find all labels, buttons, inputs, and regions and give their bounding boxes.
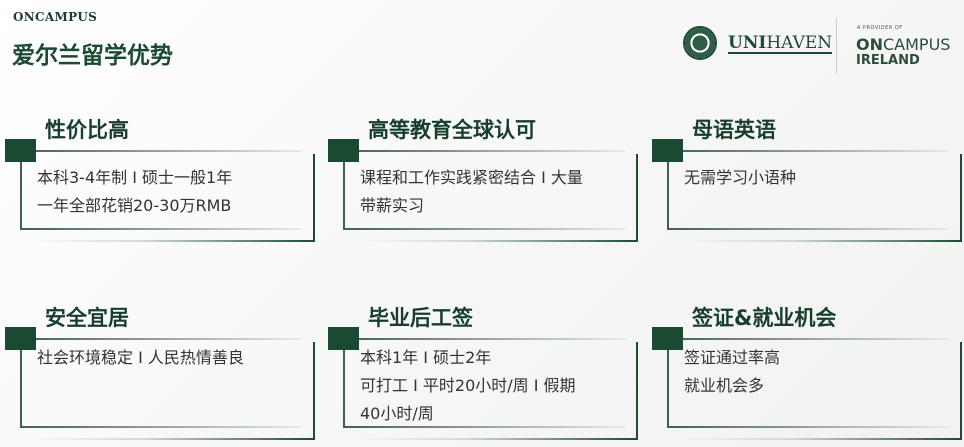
card-body: 社会环境稳定 I 人民热情善良 — [37, 344, 244, 372]
brand-label: ONCAMPUS — [13, 10, 98, 24]
card-title: 毕业后工签 — [368, 306, 473, 330]
card-frame-inner — [667, 150, 949, 230]
page-title: 爱尔兰留学优势 — [12, 43, 173, 69]
card-body: 本科1年 I 硕士2年可打工 I 平时20小时/周 I 假期 40小时/周 — [360, 344, 576, 428]
card-frame-inner — [343, 150, 625, 230]
card-frame-inner — [343, 338, 625, 428]
card-body: 无需学习小语种 — [684, 164, 796, 192]
card-line: 本科1年 I 硕士2年 — [360, 348, 492, 367]
advantage-card: 签证&就业机会签证通过率高就业机会多 — [652, 302, 962, 440]
card-frame-inner — [20, 338, 302, 428]
card-title: 安全宜居 — [45, 306, 129, 330]
card-marker-square — [5, 139, 36, 162]
oncampus-logo: ONCAMPUS — [856, 35, 951, 54]
card-body: 课程和工作实践紧密结合 I 大量带薪实习 — [360, 164, 583, 220]
card-title: 性价比高 — [45, 118, 129, 142]
card-marker-square — [652, 327, 683, 350]
card-title: 母语英语 — [692, 118, 776, 142]
unihaven-logo: UNIHAVEN — [728, 33, 833, 54]
card-line: 就业机会多 — [684, 376, 765, 395]
card-body: 本科3-4年制 I 硕士一般1年一年全部花销20-30万RMB — [37, 164, 232, 220]
provider-label: A PROVIDER OF — [857, 25, 903, 31]
advantage-card: 毕业后工签本科1年 I 硕士2年可打工 I 平时20小时/周 I 假期 40小时/… — [328, 302, 638, 440]
card-marker-square — [328, 139, 359, 162]
card-frame-inner — [667, 338, 949, 428]
ireland-label: IRELAND — [856, 53, 920, 68]
card-line: 一年全部花销20-30万RMB — [37, 196, 232, 215]
card-marker-square — [652, 139, 683, 162]
card-body: 签证通过率高就业机会多 — [684, 344, 780, 400]
advantage-card: 母语英语无需学习小语种 — [652, 114, 962, 242]
card-line: 带薪实习 — [360, 196, 425, 215]
card-marker-square — [328, 327, 359, 350]
partner-logos: UNIHAVEN A PROVIDER OF ONCAMPUS IRELAND — [683, 18, 953, 74]
advantage-card: 性价比高本科3-4年制 I 硕士一般1年一年全部花销20-30万RMB — [5, 114, 315, 242]
card-line: 签证通过率高 — [684, 348, 781, 367]
card-line: 社会环境稳定 I 人民热情善良 — [37, 348, 244, 367]
logo-divider — [836, 18, 837, 74]
tree-logo-icon — [683, 26, 717, 60]
card-line: 本科3-4年制 I 硕士一般1年 — [37, 168, 233, 187]
card-frame-inner — [20, 150, 302, 230]
advantage-card: 安全宜居社会环境稳定 I 人民热情善良 — [5, 302, 315, 440]
card-line: 无需学习小语种 — [684, 168, 797, 187]
card-line: 课程和工作实践紧密结合 I 大量 — [360, 168, 583, 187]
card-marker-square — [5, 327, 36, 350]
card-line: 40小时/周 — [360, 404, 434, 423]
card-line: 可打工 I 平时20小时/周 I 假期 — [360, 376, 576, 395]
advantage-card: 高等教育全球认可课程和工作实践紧密结合 I 大量带薪实习 — [328, 114, 638, 242]
card-title: 签证&就业机会 — [692, 306, 837, 330]
card-title: 高等教育全球认可 — [368, 118, 536, 142]
